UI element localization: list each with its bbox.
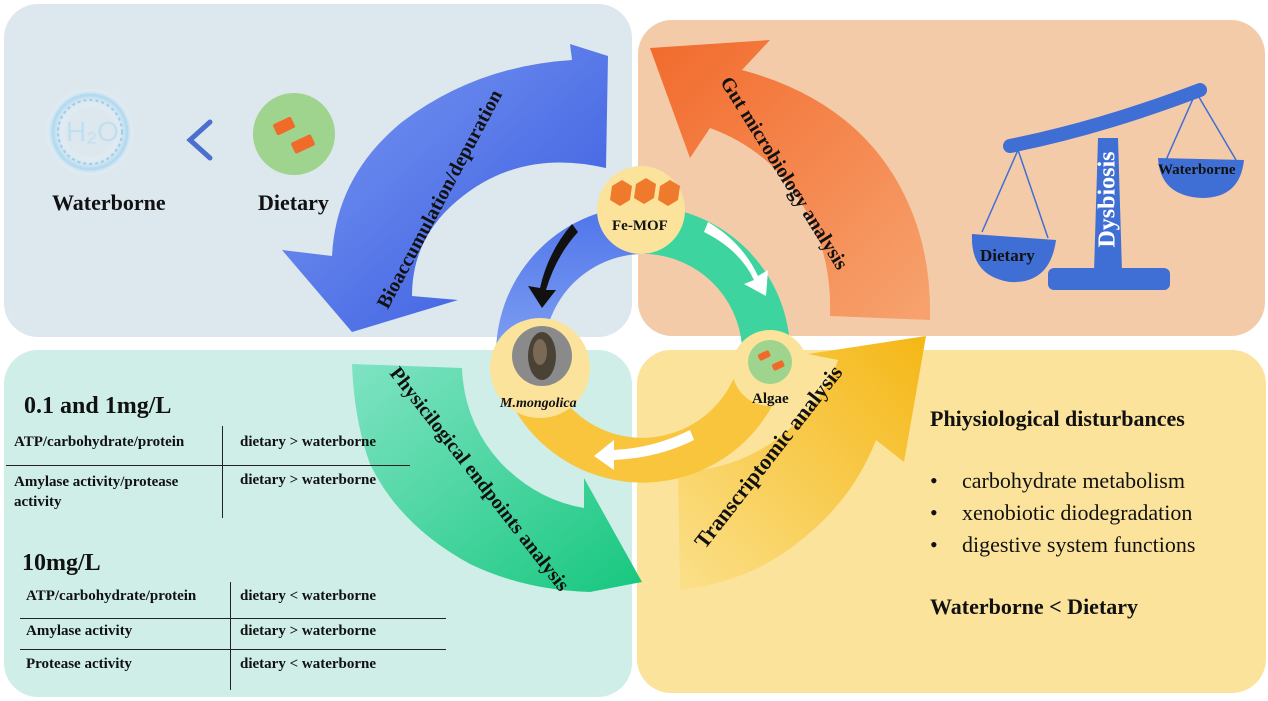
low-table-column-line (222, 426, 223, 518)
ring-segment-yellow (496, 346, 790, 483)
disturbance-item-2: xenobiotic diodegradation (962, 500, 1193, 525)
high-dose-heading: 10mg/L (22, 550, 101, 576)
organism-label: M.mongolica (500, 396, 577, 411)
high-row1-param: ATP/carbohydrate/protein (26, 588, 197, 604)
low-table-divider (6, 465, 410, 466)
disturbances-title: Phiysiological disturbances (930, 406, 1185, 431)
high-row3-param: Protease activity (26, 656, 132, 672)
high-row3-result: dietary < waterborne (240, 656, 377, 672)
low-dose-heading: 0.1 and 1mg/L (24, 393, 172, 419)
high-row2-param: Amylase activity (26, 623, 133, 639)
transcriptomic-arrow (678, 336, 926, 590)
fe-mof-node (597, 166, 685, 254)
low-row2-result: dietary > waterborne (240, 472, 377, 488)
disturbance-item-1: carbohydrate metabolism (962, 468, 1185, 493)
dietary-label: Dietary (258, 190, 329, 215)
high-row1-result: dietary < waterborne (240, 588, 377, 604)
bullet-2: • (930, 500, 938, 525)
scale-waterborne-label: Waterborne (1158, 162, 1236, 178)
waterborne-label: Waterborne (52, 190, 166, 215)
high-table-divider-2 (20, 649, 446, 650)
balance-scale (971, 83, 1244, 290)
high-table-divider-1 (20, 618, 446, 619)
bullet-3: • (930, 532, 938, 557)
low-row1-param: ATP/carbohydrate/protein (14, 434, 185, 450)
gut-microbiology-arrow (650, 40, 931, 320)
high-row2-result: dietary > waterborne (240, 623, 377, 639)
algae-label: Algae (752, 391, 789, 407)
h2o-label: H₂O (66, 116, 119, 147)
ring-arrow-white-right (704, 222, 768, 296)
low-row1-result: dietary > waterborne (240, 434, 377, 450)
low-row2-param: Amylase activity/protease activity (14, 474, 179, 510)
less-than-chevron (186, 119, 213, 161)
high-table-column-line (230, 582, 231, 690)
disturbance-item-3: digestive system functions (962, 532, 1196, 557)
ring-arrow-black (528, 224, 578, 308)
ring-segment-green (648, 206, 790, 346)
scale-dietary-label: Dietary (980, 246, 1035, 265)
fe-mof-label: Fe-MOF (612, 218, 668, 234)
bullet-1: • (930, 468, 938, 493)
disturbances-conclusion: Waterborne < Dietary (930, 594, 1139, 619)
physiological-arrow (352, 364, 642, 592)
dietary-icon (253, 93, 335, 175)
ring-arrow-white-bottom (594, 430, 694, 470)
bioaccumulation-arrow (282, 44, 608, 332)
dysbiosis-label: Dysbiosis (1094, 151, 1121, 248)
